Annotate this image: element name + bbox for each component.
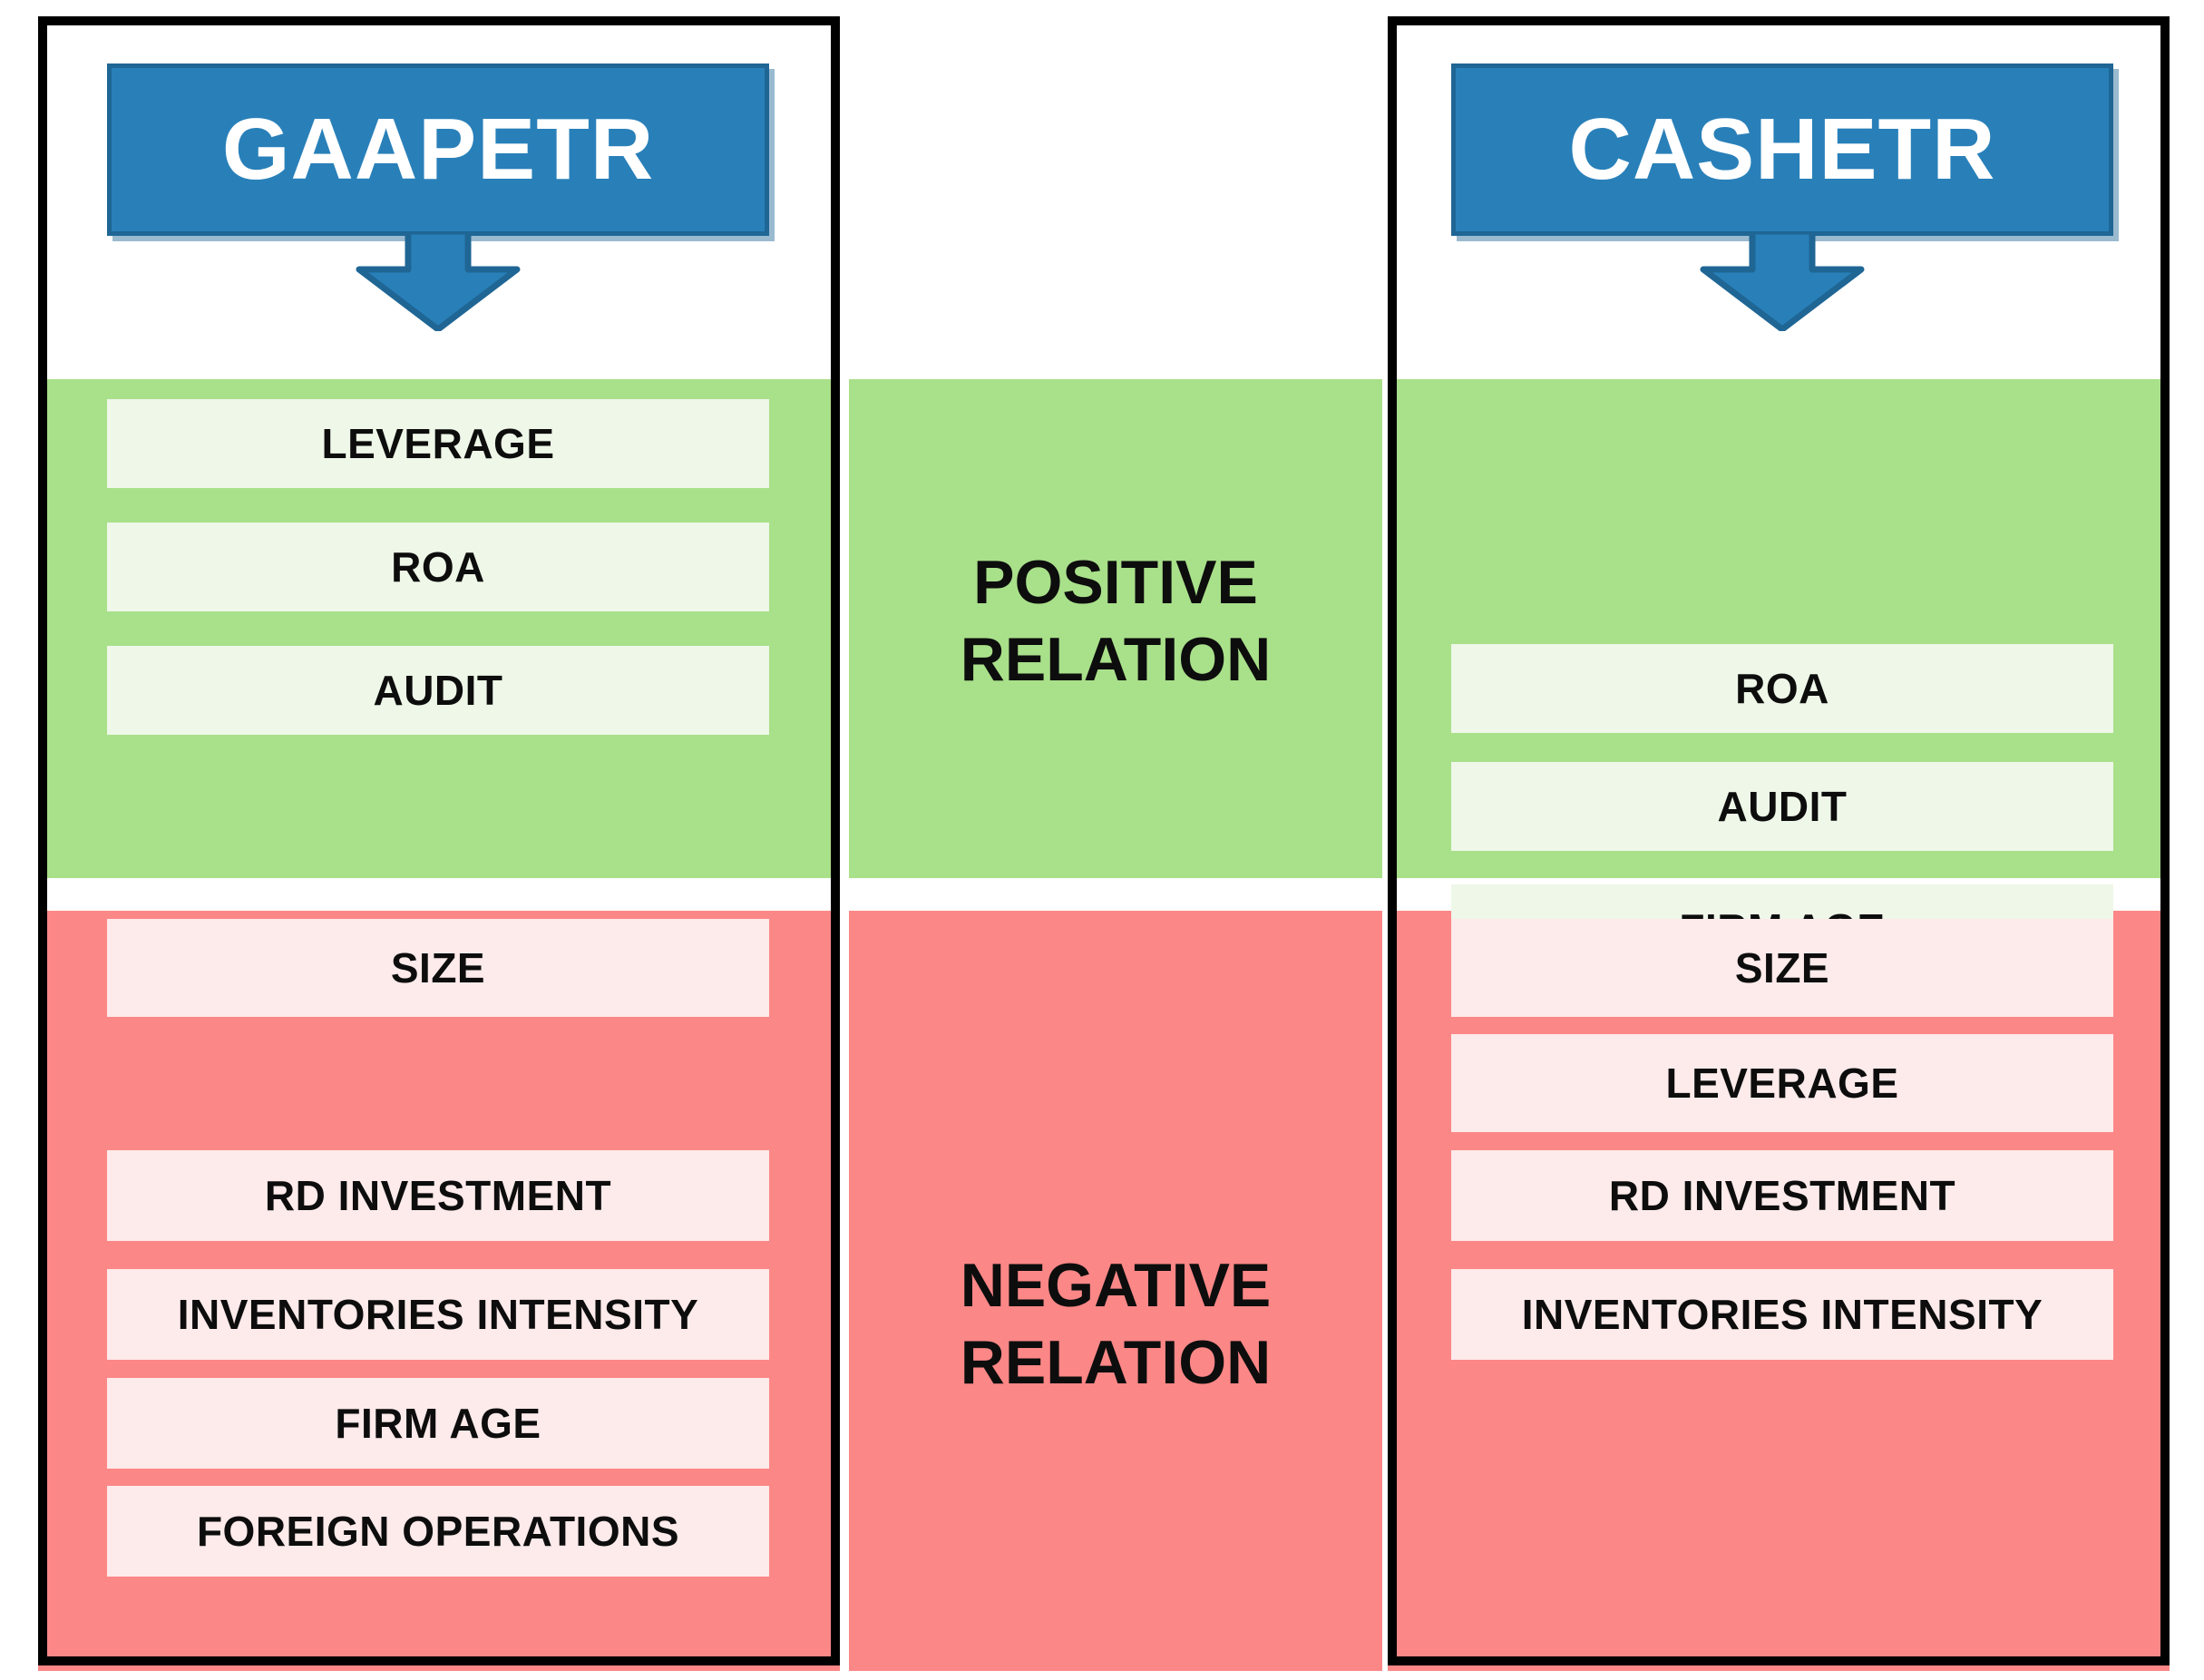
chip-label: FIRM AGE <box>335 1400 541 1447</box>
gaapetr-negative-item-1[interactable]: RD INVESTMENT <box>107 1150 769 1241</box>
negative-relation-label: NEGATIVE RELATION <box>849 1247 1382 1402</box>
cashetr-negative-item-0[interactable]: SIZE <box>1451 919 2113 1017</box>
cashetr-header-box[interactable]: CASHETR <box>1451 63 2113 236</box>
chip-label: LEVERAGE <box>321 420 555 467</box>
gaapetr-positive-item-1[interactable]: ROA <box>107 523 769 611</box>
gaapetr-header-label: GAAPETR <box>221 101 655 198</box>
chip-label: ROA <box>391 543 485 591</box>
gutter-bottom <box>0 1671 2204 1680</box>
cashetr-negative-item-2[interactable]: RD INVESTMENT <box>1451 1150 2113 1241</box>
positive-relation-label: POSITIVE RELATION <box>849 544 1382 698</box>
gutter-right-outer <box>2170 379 2204 1671</box>
chip-label: RD INVESTMENT <box>1608 1172 1956 1219</box>
positive-relation-line1: POSITIVE <box>973 548 1258 617</box>
cashetr-header-group: CASHETR <box>1451 63 2113 331</box>
gaapetr-negative-item-3[interactable]: FIRM AGE <box>107 1378 769 1469</box>
gaapetr-positive-item-0[interactable]: LEVERAGE <box>107 399 769 488</box>
chip-label: FOREIGN OPERATIONS <box>196 1508 680 1555</box>
gaapetr-negative-item-0[interactable]: SIZE <box>107 919 769 1017</box>
chip-label: INVENTORIES INTENSITY <box>177 1291 699 1338</box>
chip-label: SIZE <box>390 944 486 991</box>
chip-label: ROA <box>1735 665 1829 712</box>
gaapetr-negative-item-4[interactable]: FOREIGN OPERATIONS <box>107 1486 769 1577</box>
down-arrow-icon <box>356 231 521 331</box>
chip-label: LEVERAGE <box>1665 1060 1899 1107</box>
gaapetr-negative-item-2[interactable]: INVENTORIES INTENSITY <box>107 1269 769 1360</box>
gutter-seam-center <box>849 878 1382 911</box>
cashetr-positive-item-0[interactable]: ROA <box>1451 644 2113 733</box>
down-arrow-icon <box>1700 231 1865 331</box>
chip-label: RD INVESTMENT <box>264 1172 612 1219</box>
chip-label: AUDIT <box>1717 783 1848 830</box>
chip-label: AUDIT <box>373 667 503 714</box>
positive-relation-line2: RELATION <box>960 625 1272 694</box>
cashetr-negative-item-1[interactable]: LEVERAGE <box>1451 1034 2113 1132</box>
gaapetr-header-box[interactable]: GAAPETR <box>107 63 769 236</box>
gutter-left-outer <box>0 379 38 1671</box>
negative-relation-line1: NEGATIVE <box>960 1251 1272 1320</box>
gutter-right-inner <box>1382 379 1388 1671</box>
gaapetr-positive-item-2[interactable]: AUDIT <box>107 646 769 735</box>
gaapetr-header-group: GAAPETR <box>107 63 769 331</box>
cashetr-positive-item-1[interactable]: AUDIT <box>1451 762 2113 851</box>
cashetr-header-label: CASHETR <box>1568 101 1996 198</box>
chip-label: INVENTORIES INTENSITY <box>1521 1291 2043 1338</box>
negative-relation-line2: RELATION <box>960 1328 1272 1397</box>
gutter-left-inner <box>840 379 849 1671</box>
chip-label: SIZE <box>1734 944 1830 991</box>
cashetr-negative-item-3[interactable]: INVENTORIES INTENSITY <box>1451 1269 2113 1360</box>
